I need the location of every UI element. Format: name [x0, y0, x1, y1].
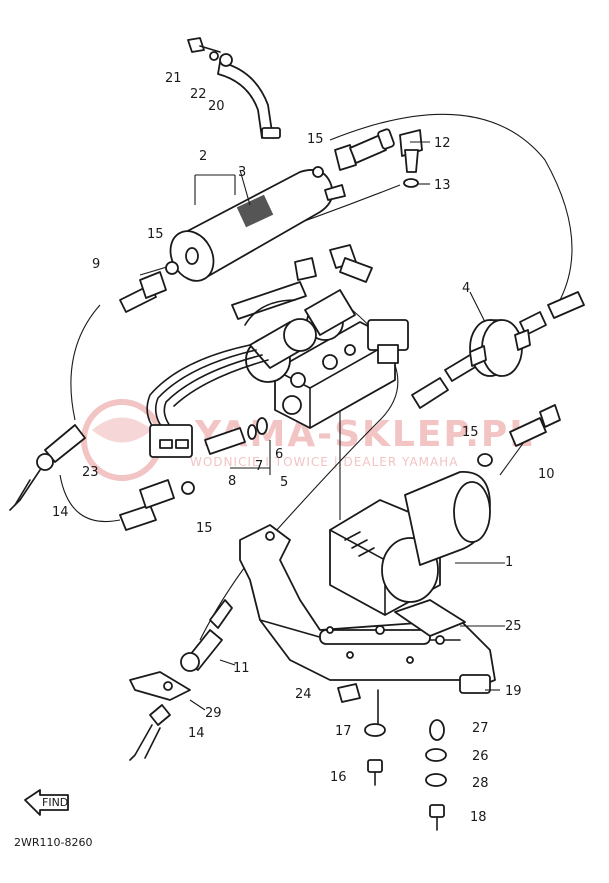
callout-14b: 14: [188, 726, 205, 741]
callout-14a: 14: [52, 505, 69, 520]
callout-2: 2: [199, 149, 207, 164]
find-arrow-icon: FIND: [24, 789, 69, 816]
bracket-20: [187, 37, 281, 139]
callout-6: 6: [275, 447, 283, 462]
top-fittings: [312, 128, 423, 188]
watermark-subtitle: WODNICIE I TOWICE | DEALER YAMAHA: [190, 455, 458, 469]
callout-11: 11: [233, 661, 250, 676]
callout-15b: 15: [147, 227, 164, 242]
callout-9: 9: [92, 257, 100, 272]
callout-5: 5: [280, 475, 288, 490]
callout-19: 19: [505, 684, 522, 699]
leader-lines: [189, 141, 505, 711]
callout-27: 27: [472, 721, 489, 736]
watermark: YAMA-SKLEP.PL WODNICIE I TOWICE | DEALER…: [81, 399, 534, 481]
find-label: FIND: [42, 796, 68, 809]
callout-15a: 15: [307, 132, 324, 147]
callout-25: 25: [505, 619, 522, 634]
watermark-brand: YAMA-SKLEP.PL: [194, 414, 534, 455]
drawing-code: 2WR110-8260: [14, 836, 92, 849]
callout-10: 10: [538, 467, 555, 482]
callout-8: 8: [228, 474, 236, 489]
callout-15d: 15: [196, 521, 213, 536]
callout-28: 28: [472, 776, 489, 791]
callout-26: 26: [472, 749, 489, 764]
hardware: [337, 683, 447, 831]
callout-16: 16: [330, 770, 347, 785]
callout-7: 7: [255, 459, 263, 474]
callout-24: 24: [295, 687, 312, 702]
wire-harness: [146, 299, 296, 458]
callout-21: 21: [165, 71, 182, 86]
callout-4: 4: [462, 281, 470, 296]
valve-block: [245, 244, 409, 429]
callout-15c: 15: [462, 425, 479, 440]
callout-17: 17: [335, 724, 352, 739]
canister: [169, 169, 346, 282]
callout-22: 22: [190, 87, 207, 102]
pump-motor: [329, 471, 491, 616]
callout-13: 13: [434, 178, 451, 193]
small-fittings: [9, 261, 561, 761]
callout-12: 12: [434, 136, 451, 151]
callout-29: 29: [205, 706, 222, 721]
bracket-19: [239, 524, 496, 694]
callout-3: 3: [238, 165, 246, 180]
callouts: 1 2 3 4 5 6 7 8 9 10 11 12 13 14 14 15 1…: [52, 71, 555, 825]
callout-1: 1: [505, 555, 513, 570]
callout-18: 18: [470, 810, 487, 825]
callout-20: 20: [208, 99, 225, 114]
t-joint-4: [469, 319, 531, 377]
callout-23: 23: [82, 465, 99, 480]
